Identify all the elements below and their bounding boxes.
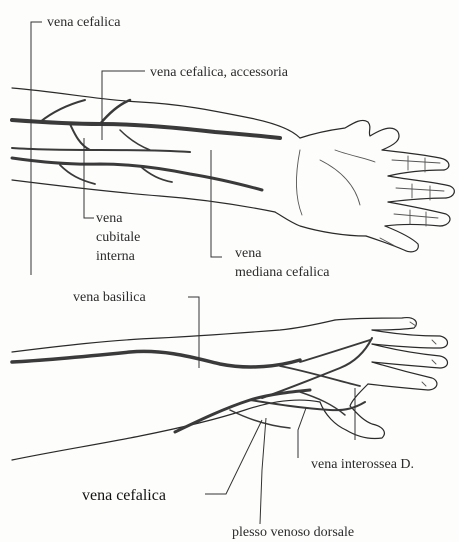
label-vena-cubitale-interna-3: interna [96, 249, 136, 264]
label-vena-basilica: vena basilica [73, 290, 146, 305]
label-vena-cefalica-top: vena cefalica [47, 15, 121, 30]
label-vena-interossea: vena interossea D. [311, 457, 414, 472]
leader-plesso-venoso-dorsale [260, 418, 266, 524]
label-vena-mediana-cefalica-1: vena [235, 246, 262, 261]
label-vena-cefalica-bottom: vena cefalica [82, 487, 166, 504]
leader-vena-cefalica-bottom [205, 420, 262, 494]
label-vena-cubitale-interna-2: cubitale [96, 230, 140, 245]
leader-vena-cefalica-accessoria [102, 71, 145, 140]
label-vena-cubitale-interna-1: vena [96, 211, 123, 226]
label-vena-mediana-cefalica-2: mediana cefalica [235, 265, 330, 280]
label-vena-cefalica-accessoria: vena cefalica, accessoria [150, 65, 289, 80]
label-plesso-venoso-dorsale: plesso venoso dorsale [232, 525, 354, 540]
bottom-arm-illustration [12, 318, 448, 460]
top-arm-illustration [12, 88, 454, 252]
leader-plesso-branch [298, 408, 306, 458]
leader-vena-mediana-cefalica [211, 150, 222, 257]
